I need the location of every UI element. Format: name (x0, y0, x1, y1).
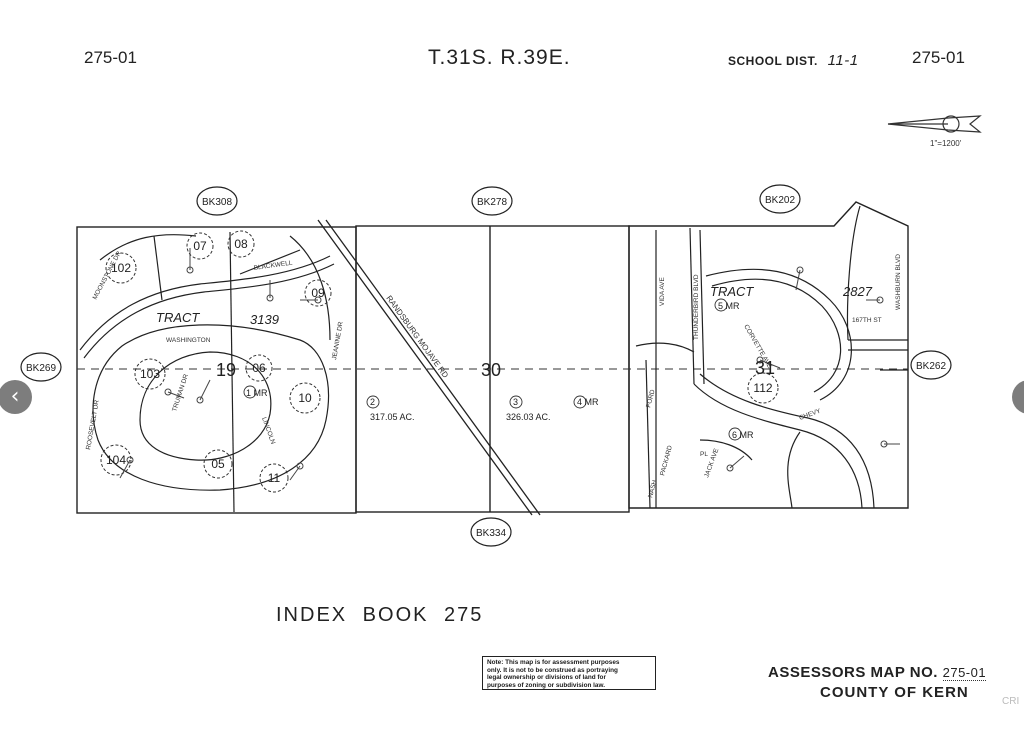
section-30-frame (355, 225, 630, 513)
previous-image-button[interactable]: ‹ (0, 380, 32, 414)
parcel-104: 104 (106, 453, 126, 467)
map-ref-5: 5 MR (718, 301, 740, 311)
section-31-lot-ticks (726, 266, 900, 472)
tract-3139-number: 3139 (250, 312, 279, 327)
street-moonstone: MOONSTONE DR (92, 250, 124, 301)
street-jeanine: JEANINE DR (331, 321, 345, 361)
tract-3139-label: TRACT (156, 310, 200, 325)
map-number-left: 275-01 (84, 48, 137, 67)
section-31-frame (628, 201, 909, 509)
parcel-10: 10 (298, 391, 312, 405)
school-district-label: SCHOOL DIST. 11-1 (728, 52, 859, 69)
street-vida: VIDA AVE (659, 277, 666, 306)
disclaimer-line-1: Note: This map is for assessment purpose… (487, 659, 620, 666)
street-packard: PACKARD (659, 445, 674, 477)
next-image-button[interactable]: › (1012, 380, 1024, 414)
street-jack: JACK AVE (703, 447, 720, 479)
disclaimer-line-3: legal ownership or divisions of land for (487, 674, 606, 682)
map-ref-4: 4 MR (577, 397, 599, 407)
parcel-circles (100, 230, 779, 493)
parcel-06: 06 (252, 361, 266, 375)
street-truman: TRUMAN DR (171, 373, 190, 413)
parcel-11: 11 (268, 471, 281, 485)
book-ref-left-circle (20, 352, 62, 382)
book-ref-bottom-circle (470, 517, 512, 547)
assessor-map-label: ASSESSORS MAP NO. 275-01 (768, 664, 987, 681)
street-blackwell: BLACKWELL (253, 260, 293, 272)
book-ref-circles (20, 184, 952, 547)
school-district-label-text: SCHOOL DIST. (728, 54, 818, 68)
disclaimer-note: Note: This map is for assessment purpose… (482, 656, 656, 690)
parcel-112: 112 (753, 381, 772, 395)
section-19-frame (76, 226, 357, 514)
parcel-07: 07 (193, 239, 207, 253)
parcel-09: 09 (311, 286, 325, 300)
street-corvette: CORVETTE AVE (742, 324, 773, 371)
street-lincoln: LINCOLN (260, 416, 276, 445)
section-30-number: 30 (481, 360, 501, 380)
map-ref-1: 1 MR (246, 388, 268, 398)
section-31-streets (635, 205, 908, 509)
street-167th: 167TH ST (852, 317, 882, 324)
index-book-label: INDEX BOOK 275 (276, 604, 484, 626)
assessor-map-label-text: ASSESSORS MAP NO. (768, 664, 938, 681)
street-pl: PL (700, 451, 708, 458)
book-ref-left: BK269 (26, 363, 56, 374)
book-ref-top-right: BK202 (765, 195, 795, 206)
map-ref-3: 3 (513, 397, 518, 407)
section-19-lot-ticks (119, 248, 322, 481)
disclaimer-line-2: only. It is not to be construed as portr… (487, 666, 618, 674)
book-ref-top-mid: BK278 (477, 197, 507, 208)
book-ref-right: BK262 (916, 361, 946, 372)
street-washington: WASHINGTON (166, 337, 211, 344)
township-range: T.31S. R.39E. (428, 46, 571, 69)
randsburg-mojave-road (317, 219, 541, 516)
street-washburn: WASHBURN BLVD (895, 254, 902, 310)
map-ref-2: 2 (370, 397, 375, 407)
assessor-map-number: 275-01 (942, 665, 987, 681)
street-ford: FORD (645, 389, 657, 409)
county-label: COUNTY OF KERN (820, 684, 969, 701)
street-randsburg-label: RANDSBURG MOJAVE RD (384, 294, 450, 380)
map-ref-6: 6 MR (732, 430, 754, 440)
watermark-text: CRI (1002, 696, 1020, 707)
book-ref-top-left: BK308 (202, 197, 232, 208)
book-ref-top-left-circle (196, 186, 238, 216)
street-roosevelt: ROOSEVELT DR (85, 399, 101, 450)
north-arrow-icon (887, 115, 982, 133)
tract-2827-number: 2827 (842, 284, 873, 299)
book-ref-top-right-circle (759, 184, 801, 214)
street-thunderbird: THUNDERBIRD BLVD (693, 274, 700, 340)
acreage-parcel-3: 326.03 AC. (506, 412, 551, 422)
disclaimer-line-4: purposes of zoning or subdivision law. (487, 681, 605, 689)
school-district-value: 11-1 (827, 52, 859, 69)
parcel-08: 08 (234, 237, 248, 251)
book-ref-right-circle (910, 350, 952, 380)
parcel-103: 103 (140, 367, 160, 381)
section-19-number: 19 (216, 360, 236, 380)
book-ref-bottom: BK334 (476, 528, 506, 539)
acreage-parcel-2: 317.05 AC. (370, 412, 415, 422)
street-nash: NASH (647, 479, 659, 499)
map-number-right: 275-01 (912, 48, 965, 67)
scale-label: 1"=1200' (930, 139, 962, 148)
parcel-05: 05 (211, 457, 225, 471)
tract-2827-label: TRACT (710, 284, 754, 299)
book-ref-top-mid-circle (471, 186, 513, 216)
section-19-streets (79, 231, 335, 513)
parcel-102: 102 (111, 261, 131, 275)
section-31-number: 31 (755, 358, 775, 378)
street-chevy: CHEVY (798, 407, 822, 421)
